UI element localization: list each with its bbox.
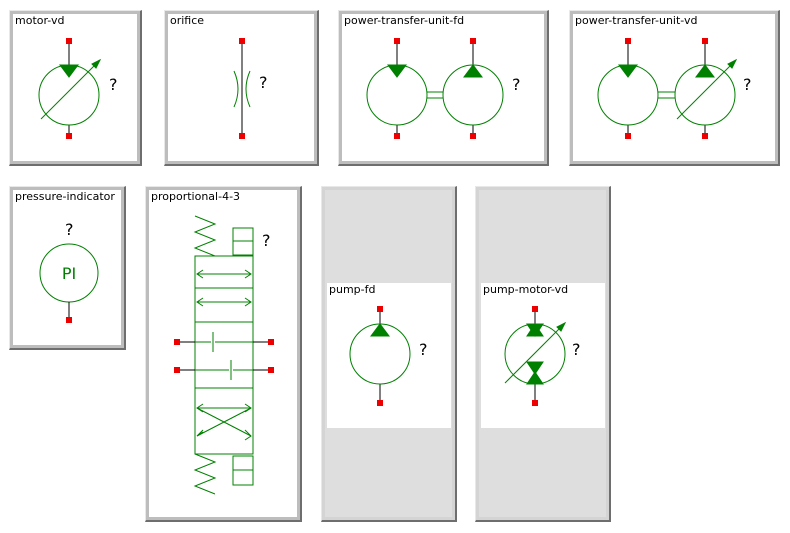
tile-pressure-indicator[interactable]: pressure-indicator ? PI bbox=[9, 186, 126, 350]
canvas-motor-vd: motor-vd ? bbox=[13, 14, 137, 161]
status-qmark: ? bbox=[65, 220, 74, 239]
tile-pump-fd[interactable]: pump-fd ? bbox=[321, 186, 457, 522]
tile-power-transfer-unit-vd[interactable]: power-transfer-unit-vd ? bbox=[569, 10, 780, 166]
flow-triangle bbox=[59, 64, 79, 78]
tile-orifice[interactable]: orifice ? bbox=[164, 10, 319, 166]
canvas-ptu-fd: power-transfer-unit-fd ? bbox=[342, 14, 544, 161]
status-qmark: ? bbox=[572, 340, 581, 359]
component-label: orifice bbox=[170, 14, 205, 27]
canvas-ptu-vd: power-transfer-unit-vd ? bbox=[573, 14, 775, 161]
proportional-valve-symbol: ? bbox=[174, 215, 274, 495]
status-qmark: ? bbox=[259, 73, 268, 92]
status-qmark: ? bbox=[512, 75, 521, 94]
canvas-pump-fd: pump-fd ? bbox=[327, 283, 451, 428]
component-label: power-transfer-unit-fd bbox=[344, 14, 465, 27]
pump-fd-symbol: ? bbox=[349, 306, 428, 406]
status-qmark: ? bbox=[419, 340, 428, 359]
tile-motor-vd[interactable]: motor-vd ? bbox=[9, 10, 142, 166]
tile-power-transfer-unit-fd[interactable]: power-transfer-unit-fd ? bbox=[338, 10, 549, 166]
component-label: pump-fd bbox=[329, 283, 376, 296]
tile-proportional-4-3[interactable]: proportional-4-3 ? bbox=[145, 186, 302, 522]
component-label: proportional-4-3 bbox=[151, 190, 241, 203]
pressure-indicator-symbol: ? PI bbox=[39, 220, 99, 323]
component-label: pressure-indicator bbox=[15, 190, 115, 203]
port-top bbox=[66, 38, 72, 44]
pi-text: PI bbox=[62, 264, 76, 283]
pump-motor-vd-symbol: ? bbox=[504, 306, 581, 406]
component-label: power-transfer-unit-vd bbox=[575, 14, 698, 27]
canvas-proportional-4-3: proportional-4-3 ? bbox=[149, 190, 297, 517]
canvas-pump-motor-vd: pump-motor-vd ? bbox=[481, 283, 605, 428]
ptu-fd-symbol: ? bbox=[366, 38, 521, 139]
status-qmark: ? bbox=[109, 75, 118, 94]
tile-pump-motor-vd[interactable]: pump-motor-vd ? bbox=[475, 186, 611, 522]
status-qmark: ? bbox=[262, 231, 271, 250]
canvas-pressure-indicator: pressure-indicator ? PI bbox=[13, 190, 121, 345]
port-bottom bbox=[66, 133, 72, 139]
component-label: motor-vd bbox=[15, 14, 65, 27]
canvas-orifice: orifice ? bbox=[168, 14, 314, 161]
status-qmark: ? bbox=[743, 75, 752, 94]
variable-arrow bbox=[40, 59, 101, 120]
component-label: pump-motor-vd bbox=[483, 283, 569, 296]
motor-vd-symbol: ? bbox=[38, 38, 118, 139]
ptu-vd-symbol: ? bbox=[597, 38, 752, 139]
orifice-symbol: ? bbox=[233, 38, 268, 139]
